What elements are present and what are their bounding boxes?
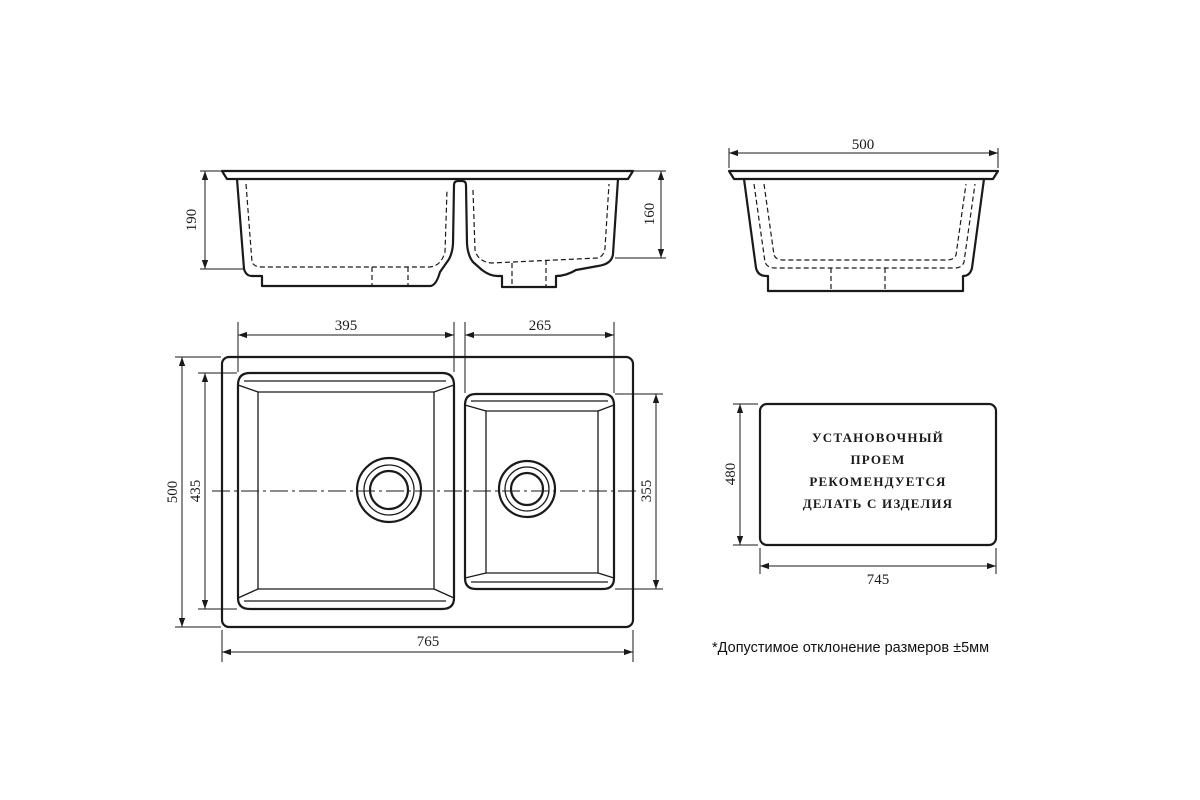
dim-profile-width: 500 bbox=[728, 137, 999, 168]
dim-cutout-width-label: 745 bbox=[867, 572, 890, 588]
dim-bowl-large-depth-label: 435 bbox=[188, 480, 204, 503]
dim-profile-width-label: 500 bbox=[852, 137, 875, 153]
dim-height-overall-label: 190 bbox=[184, 209, 200, 232]
cutout-view: УСТАНОВОЧНЫЙ ПРОЕМ РЕКОМЕНДУЕТСЯ ДЕЛАТЬ … bbox=[723, 402, 998, 588]
dim-overall-width: 765 bbox=[221, 630, 634, 662]
cutout-note-line-3: РЕКОМЕНДУЕТСЯ bbox=[809, 474, 946, 489]
top-view: 395 265 765 500 435 355 bbox=[165, 318, 663, 662]
dim-overall-width-label: 765 bbox=[417, 634, 440, 650]
dim-bowl-small-depth: 355 bbox=[615, 393, 663, 590]
tolerance-footnote: *Допустимое отклонение размеров ±5мм bbox=[712, 640, 989, 656]
dim-bowl-large-width-label: 395 bbox=[335, 318, 358, 334]
dim-bowl-small-depth-label: 355 bbox=[639, 480, 655, 503]
dim-height-bowl-label: 160 bbox=[642, 203, 658, 226]
cutout-note-line-2: ПРОЕМ bbox=[850, 452, 905, 467]
dim-cutout-depth-label: 480 bbox=[723, 463, 739, 486]
bowl-small bbox=[463, 392, 616, 591]
dim-cutout-depth: 480 bbox=[723, 403, 758, 546]
dim-overall-depth-label: 500 bbox=[165, 481, 181, 504]
dim-bowl-small-width-label: 265 bbox=[529, 318, 552, 334]
drain-large bbox=[355, 456, 423, 524]
dim-cutout-width: 745 bbox=[759, 548, 997, 588]
cutout-note-line-4: ДЕЛАТЬ С ИЗДЕЛИЯ bbox=[803, 496, 954, 511]
dim-height-overall: 190 bbox=[184, 170, 244, 270]
bowl-large bbox=[236, 371, 456, 611]
dim-bowl-small-width: 265 bbox=[464, 318, 615, 393]
side-view-short: 500 bbox=[727, 137, 1000, 293]
dim-height-bowl: 160 bbox=[615, 170, 666, 259]
dim-bowl-large-depth: 435 bbox=[188, 372, 237, 610]
cutout-note-line-1: УСТАНОВОЧНЫЙ bbox=[812, 430, 944, 445]
dim-bowl-large-width: 395 bbox=[237, 318, 455, 372]
drain-small bbox=[497, 459, 557, 519]
side-view-long: 190 160 bbox=[184, 169, 666, 289]
dim-overall-depth: 500 bbox=[165, 356, 221, 628]
